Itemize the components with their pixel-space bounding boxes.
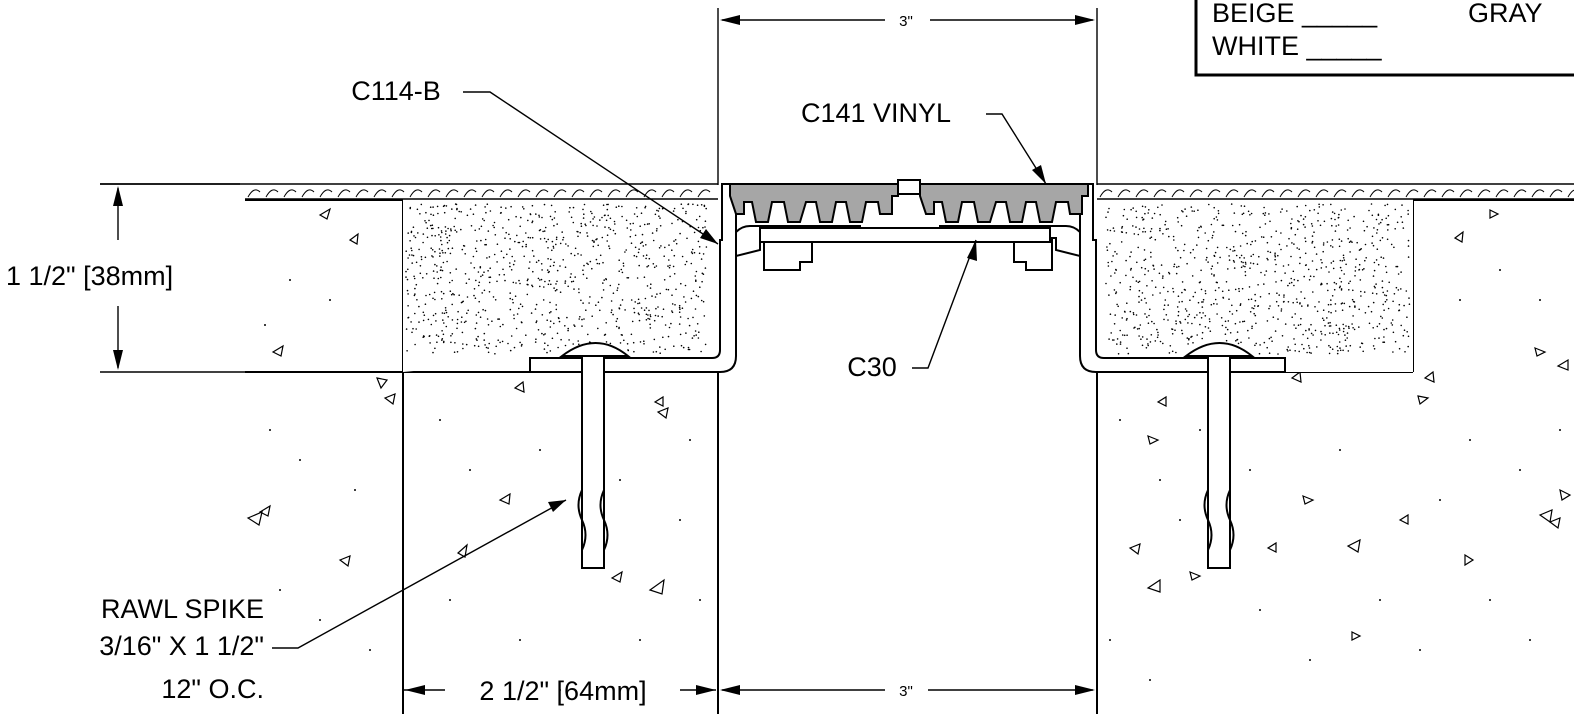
bottom-width-dimension: 2 1/2" [64mm] 3" (403, 676, 1098, 706)
c141-label: C141 VINYL (801, 98, 951, 128)
rawl-spike-label-3: 12" O.C. (161, 674, 264, 704)
callout-c114b: C114-B (351, 76, 719, 245)
bottom-dimension-label: 3" (899, 683, 913, 700)
anchor-spacing-label: 2 1/2" [64mm] (479, 676, 646, 706)
rawl-spike-right (1183, 342, 1255, 569)
rawl-spike-label-2: 3/16" X 1 1/2" (99, 631, 264, 661)
callout-rawl-spike: RAWL SPIKE 3/16" X 1 1/2" 12" O.C. (99, 499, 567, 704)
callout-c141: C141 VINYL (801, 98, 1047, 185)
rawl-spike-left (559, 342, 631, 569)
height-dimension: 1 1/2" [38mm] (6, 183, 245, 373)
c30-center-rail (759, 227, 1051, 243)
callout-c30: C30 (847, 239, 977, 382)
c30-label: C30 (847, 352, 897, 382)
rawl-spike-label-1: RAWL SPIKE (101, 594, 264, 624)
c141-vinyl-insert (729, 179, 1089, 223)
legend-white: WHITE _____ (1212, 31, 1383, 61)
c114b-label: C114-B (351, 76, 441, 106)
floor-surface (100, 183, 1574, 200)
legend-beige: BEIGE _____ (1212, 0, 1378, 28)
top-dimension-label: 3" (899, 13, 913, 30)
height-dimension-label: 1 1/2" [38mm] (6, 261, 173, 291)
legend-gray: GRAY (1468, 0, 1543, 28)
color-legend-box: BEIGE _____ GRAY WHITE _____ (1194, 0, 1574, 77)
epoxy-fill (403, 200, 1413, 372)
top-width-dimension: 3" (717, 8, 1098, 185)
